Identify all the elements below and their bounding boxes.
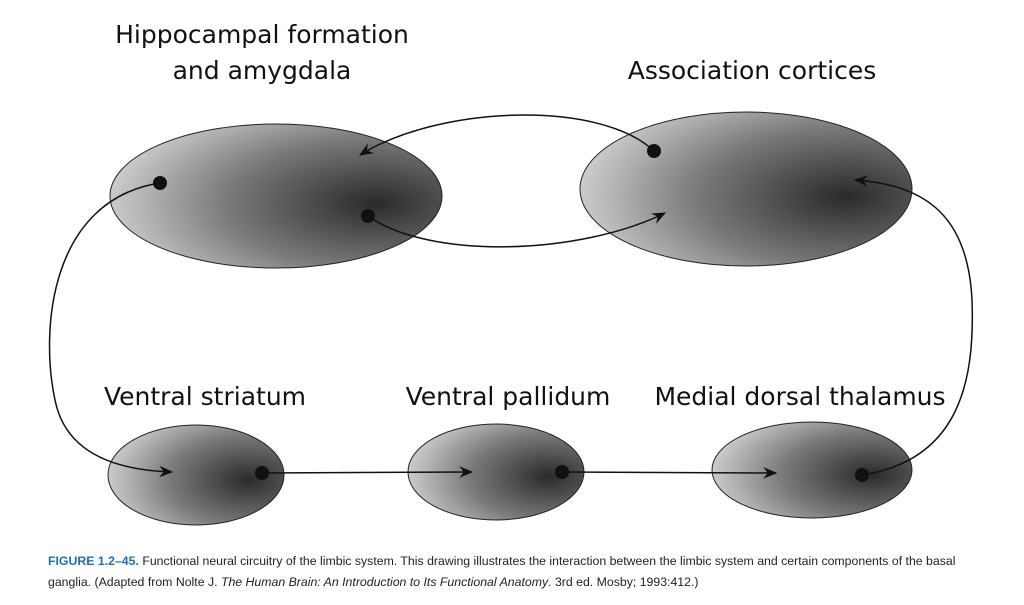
label-ventral-striatum: Ventral striatum (104, 382, 306, 411)
label-hippocampal-line2: and amygdala (173, 56, 352, 85)
arrow-hippocampal-to-association (367, 212, 667, 248)
label-hippocampal-line1: Hippocampal formation (115, 20, 409, 49)
book-title: The Human Brain: An Introduction to Its … (220, 575, 549, 589)
arrow-striatum-to-pallidum (261, 466, 474, 478)
label-ventral-pallidum: Ventral pallidum (406, 382, 611, 411)
node-dot (555, 465, 569, 479)
node-dot (255, 466, 269, 480)
label-association: Association cortices (628, 56, 877, 85)
figure-label: FIGURE 1.2–45. (48, 554, 139, 568)
arrow-pallidum-to-thalamus (561, 467, 778, 479)
caption-text: Functional neural circuitry of the limbi… (48, 554, 956, 589)
figure-caption: FIGURE 1.2–45. Functional neural circuit… (48, 551, 988, 593)
node-dot (153, 176, 167, 190)
node-dot (361, 209, 375, 223)
ventral-striatum-ellipse (107, 424, 285, 526)
thalamus-ellipse (711, 421, 913, 519)
label-medial-dorsal-thalamus: Medial dorsal thalamus (654, 382, 945, 411)
node-dot (647, 144, 661, 158)
arrow-thalamus-to-association (853, 175, 974, 476)
association-ellipse (579, 111, 913, 267)
arrow-hippocampal-to-striatum (48, 182, 174, 478)
caption-citation: . 3rd ed. Mosby; 1993:412.) (548, 575, 699, 589)
hippocampal-ellipse (109, 123, 443, 269)
node-dot (855, 468, 869, 482)
arrow-association-to-hippocampal (359, 114, 655, 156)
